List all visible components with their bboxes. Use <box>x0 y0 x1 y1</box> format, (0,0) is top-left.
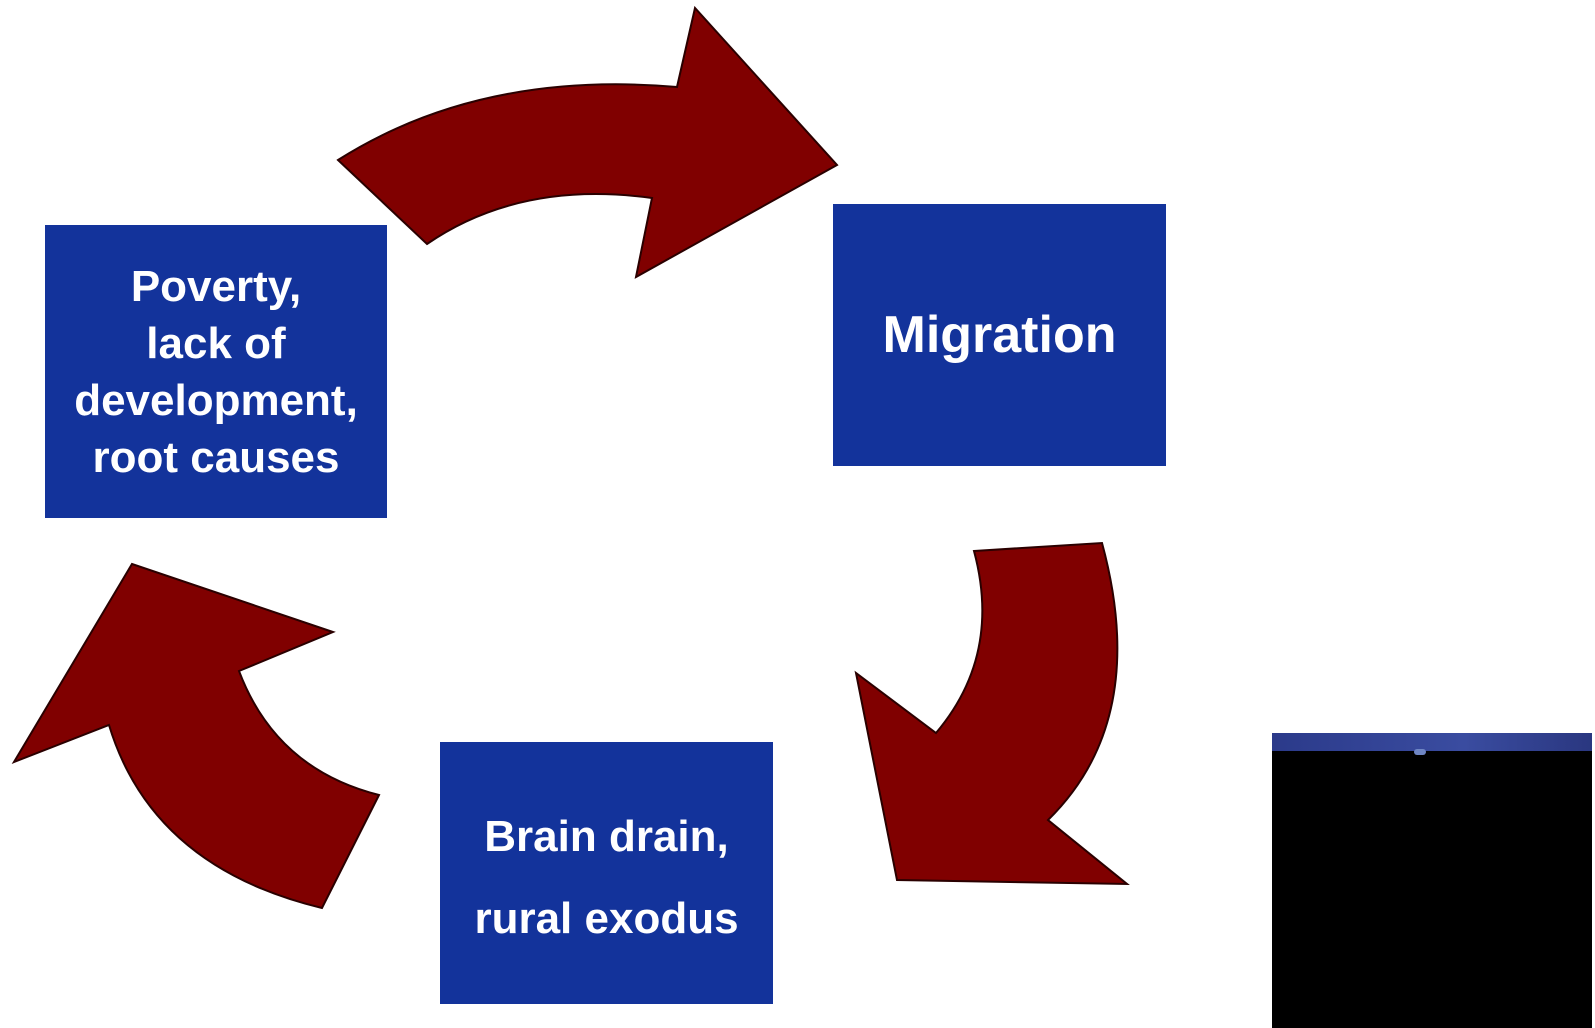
node-poverty-line-2: lack of <box>146 318 286 368</box>
node-brain-drain: Brain drain, rural exodus <box>440 742 773 1004</box>
node-poverty-line-4: root causes <box>92 432 340 482</box>
node-poverty-line-3: development, <box>74 375 358 425</box>
node-brain-drain-line-2: rural exodus <box>474 894 739 943</box>
video-indicator-icon <box>1414 749 1426 755</box>
node-poverty-root-causes: Poverty, lack of development, root cause… <box>45 225 387 518</box>
arrow-migration-to-brain-drain <box>854 541 1130 886</box>
node-migration: Migration <box>833 204 1166 466</box>
node-migration-label: Migration <box>882 306 1117 364</box>
node-poverty-line-1: Poverty, <box>130 261 302 311</box>
arrow-poverty-to-migration <box>336 5 839 279</box>
node-brain-drain-line-1: Brain drain, <box>484 812 729 861</box>
video-top-strip <box>1272 733 1592 751</box>
video-thumbnail[interactable] <box>1272 733 1592 1028</box>
arrow-brain-drain-to-poverty <box>11 562 381 910</box>
